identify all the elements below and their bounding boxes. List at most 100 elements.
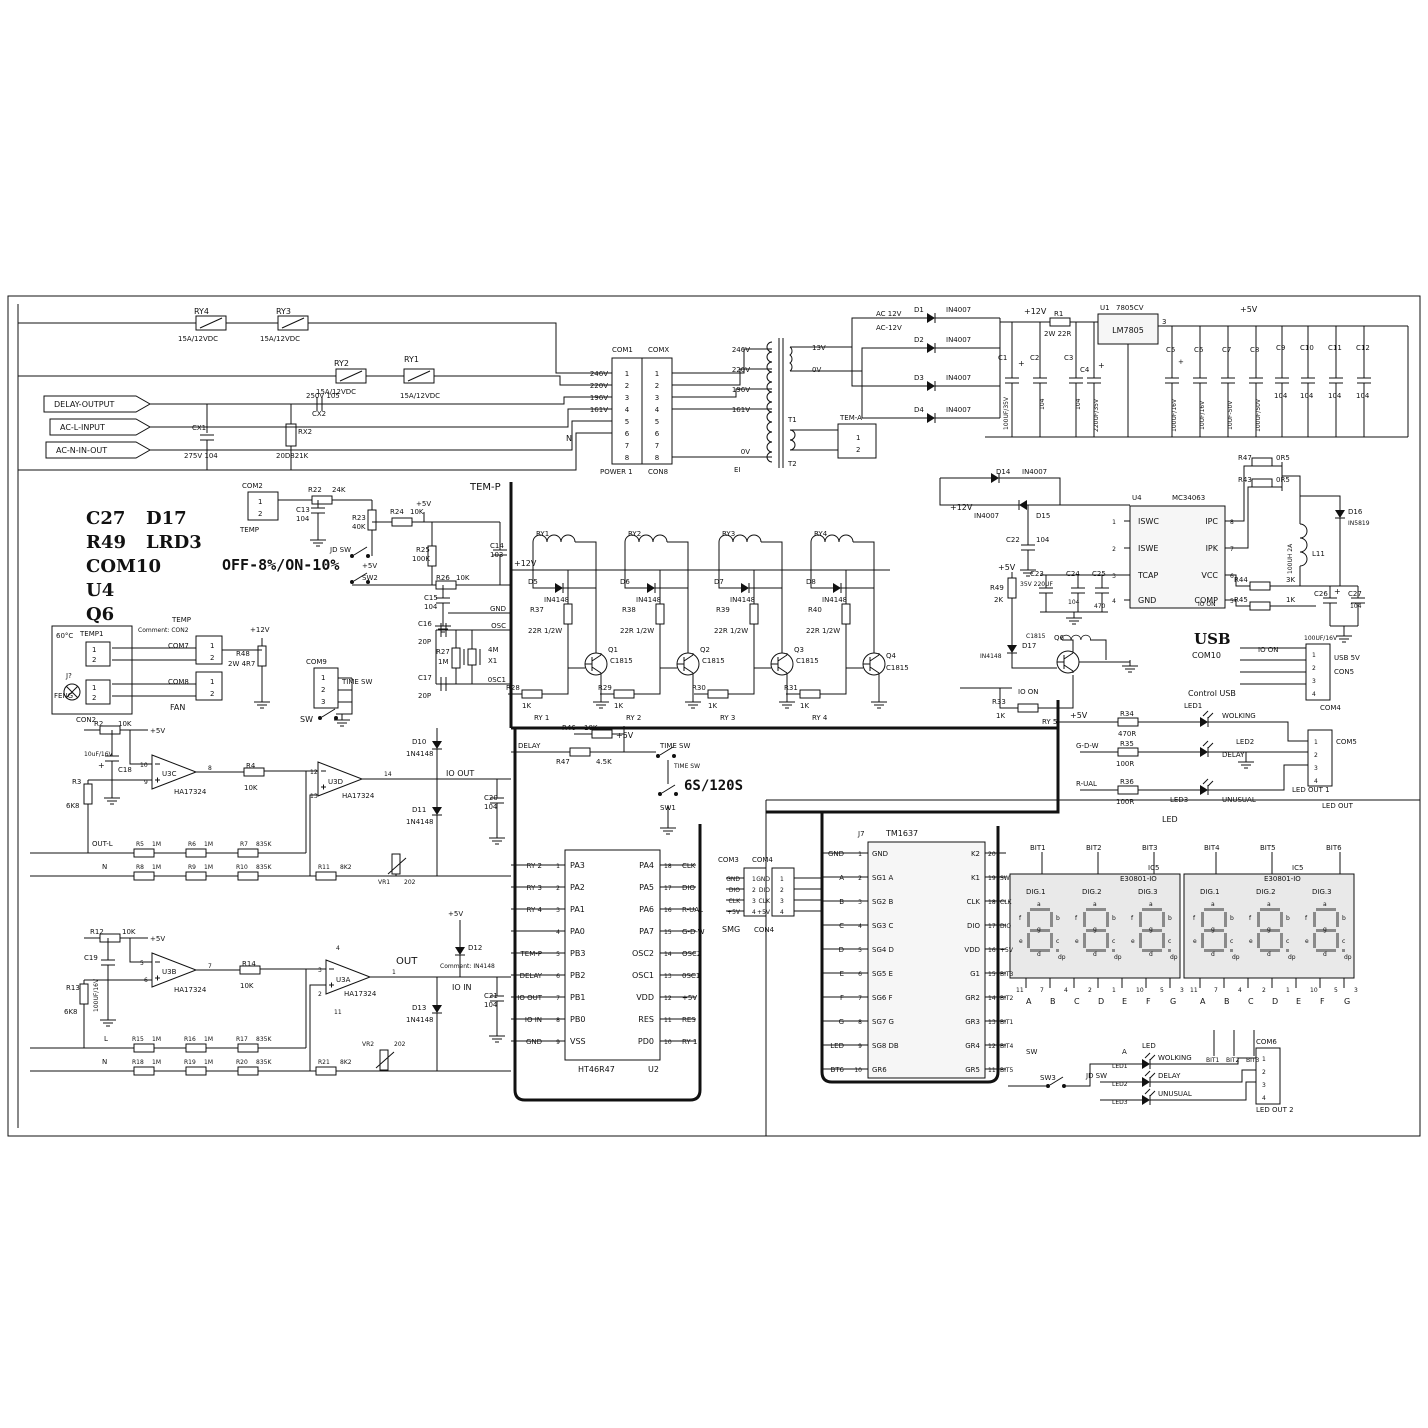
rectifier-label-ac-12v: AC 12V	[876, 310, 902, 318]
opamp_top-label-ha17324: HA17324	[174, 788, 207, 796]
opamp_top-label-r7: R7	[240, 841, 248, 848]
relay-label-1k: 1K	[522, 702, 531, 710]
tm1637-label-bit3: BIT3	[1000, 971, 1014, 978]
temp-label-4m: 4M	[488, 646, 499, 654]
opamp_top-label-6k8: 6K8	[66, 802, 80, 810]
display-label-c: c	[1286, 938, 1289, 945]
opamp_bottom-label-1: 1	[392, 969, 396, 976]
cap-c25	[1094, 587, 1110, 594]
bottom-label-4: 4	[1262, 1095, 1266, 1102]
caps-label-10uf-50v: 10UF-50V	[1227, 400, 1234, 430]
display-label-c: c	[1056, 938, 1059, 945]
display-label-b: b	[1342, 915, 1346, 922]
opamp_top-label-r9: R9	[188, 864, 196, 871]
com3-label-5v: +5V	[727, 909, 741, 916]
opamp_top-label-10: 10	[140, 762, 148, 769]
ground-symbol	[309, 533, 327, 547]
temp1_fan-label-2: 2	[210, 654, 214, 662]
tm1637-label-g1: G1	[970, 970, 980, 978]
bottom-label-delay: DELAY	[1158, 1072, 1181, 1080]
usb-led-wires	[1058, 647, 1308, 791]
dcdc-label-100uh-2a: 100UH 2A	[1287, 543, 1294, 574]
temp1_fan-label-temp1: TEMP1	[79, 630, 103, 638]
tm1637-label-dio: DIO	[967, 922, 980, 930]
relay-label-r28: R28	[506, 684, 520, 692]
opamp_bottom-label-4: 4	[336, 945, 340, 952]
ground-symbol	[592, 695, 610, 709]
u2-box	[564, 849, 661, 1061]
caps-label-104: 104	[1075, 398, 1082, 410]
caps-label-c11: C11	[1328, 344, 1342, 352]
display-label-e30801-io: E30801-IO	[1264, 875, 1301, 883]
display-label-5: 5	[1160, 987, 1164, 994]
display-label-f: F	[1146, 997, 1151, 1006]
relay-label-c1815: C1815	[886, 664, 909, 672]
relay-label-1k: 1K	[614, 702, 623, 710]
tm1637-label-sg5-e: SG5 E	[872, 970, 893, 978]
caps-label-104: 104	[1300, 392, 1314, 400]
resistor-r16	[185, 1043, 207, 1053]
usb-label-1: 1	[1312, 652, 1316, 659]
relay-label-22r-1-2w: 22R 1/2W	[620, 627, 654, 635]
display-label-g: g	[1267, 926, 1271, 933]
caps-label-220uf-35v: 220UF/35V	[1093, 398, 1100, 432]
led_status-label-led2: LED2	[1236, 738, 1254, 746]
opamp_bottom-label-10k: 10K	[240, 982, 254, 990]
mcu-label-0sc1: 0SC1	[682, 972, 700, 980]
relay-label-d5: D5	[528, 578, 538, 586]
ac-input-wires	[18, 322, 612, 471]
ac-l-input-tag	[49, 418, 152, 436]
cap-c9	[1274, 377, 1290, 384]
opamp_bottom-label-1m: 1M	[204, 1059, 213, 1066]
opamp_bottom-label-io-in: IO IN	[452, 983, 472, 992]
com1-label-5: 5	[625, 418, 629, 426]
dcdc-label-12v: +12V	[950, 503, 973, 512]
opamp_top-label-1m: 1M	[204, 841, 213, 848]
tm1637-label-19: 19	[988, 875, 996, 882]
bottom-label-sw: SW	[1026, 1048, 1037, 1056]
opamp_bottom-label-u3b: U3B	[162, 968, 177, 976]
opamp_top-label-104: 104	[484, 803, 498, 811]
relay-label-ry-1: RY 1	[534, 714, 549, 722]
temp1_fan-label-1: 1	[92, 646, 96, 654]
dcdc-label-470: 470	[1094, 603, 1106, 610]
com1-label-comx: COMX	[648, 346, 669, 354]
dcdc-label-3k: 3K	[1286, 576, 1295, 584]
ref_list-label-c27: C27	[86, 508, 125, 529]
mcu-label-8: 8	[556, 1017, 560, 1024]
resistor-r43	[1251, 478, 1273, 488]
temp-wires	[112, 499, 511, 715]
rectifier-label-in4007: IN4007	[946, 336, 971, 344]
display-label-d: d	[1037, 951, 1041, 958]
dcdc-label-iswe: ISWE	[1138, 544, 1158, 553]
transformer-wires	[672, 317, 920, 458]
display-label-1: 1	[1286, 987, 1290, 994]
display-label-dp: dp	[1170, 954, 1178, 961]
relay-label-tem-p: TEM-P	[469, 482, 501, 493]
transformer-label-0v: 0V	[812, 366, 821, 374]
resistor-r9	[185, 871, 207, 881]
mcu-label-9: 9	[556, 1039, 560, 1046]
opamp_top-label-u3c: U3C	[162, 770, 177, 778]
tm1637-label-bit2: BIT2	[1000, 995, 1014, 1002]
display-group2-box	[1183, 873, 1355, 979]
resistor-r5	[133, 848, 155, 858]
bottom-label-led2: LED2	[1112, 1081, 1128, 1088]
mcu-label-clk: CLK	[682, 862, 696, 870]
display-label-dp: dp	[1344, 954, 1352, 961]
mcu-label-ry-1: RY 1	[682, 1038, 697, 1046]
opamp_bottom-label-c21: C21	[484, 992, 498, 1000]
resistor-r24	[391, 517, 413, 527]
ac_input-label-ry2: RY2	[334, 359, 349, 368]
resistor-r30	[707, 689, 729, 699]
rectifier-label-in4007: IN4007	[946, 406, 971, 414]
diode-d17	[1006, 637, 1018, 661]
temp-label-24k: 24K	[332, 486, 346, 494]
display-label-a: a	[1267, 901, 1271, 908]
regulator-label-u1: U1	[1100, 304, 1110, 312]
dcdc-label-c23: C23	[1030, 570, 1044, 578]
com4-label-5v: +5V	[757, 909, 771, 916]
ac_input-label-rx2: RX2	[298, 428, 312, 436]
opamp_bottom-label-6k8: 6K8	[64, 1008, 78, 1016]
ref_list-label-u4: U4	[86, 580, 114, 601]
